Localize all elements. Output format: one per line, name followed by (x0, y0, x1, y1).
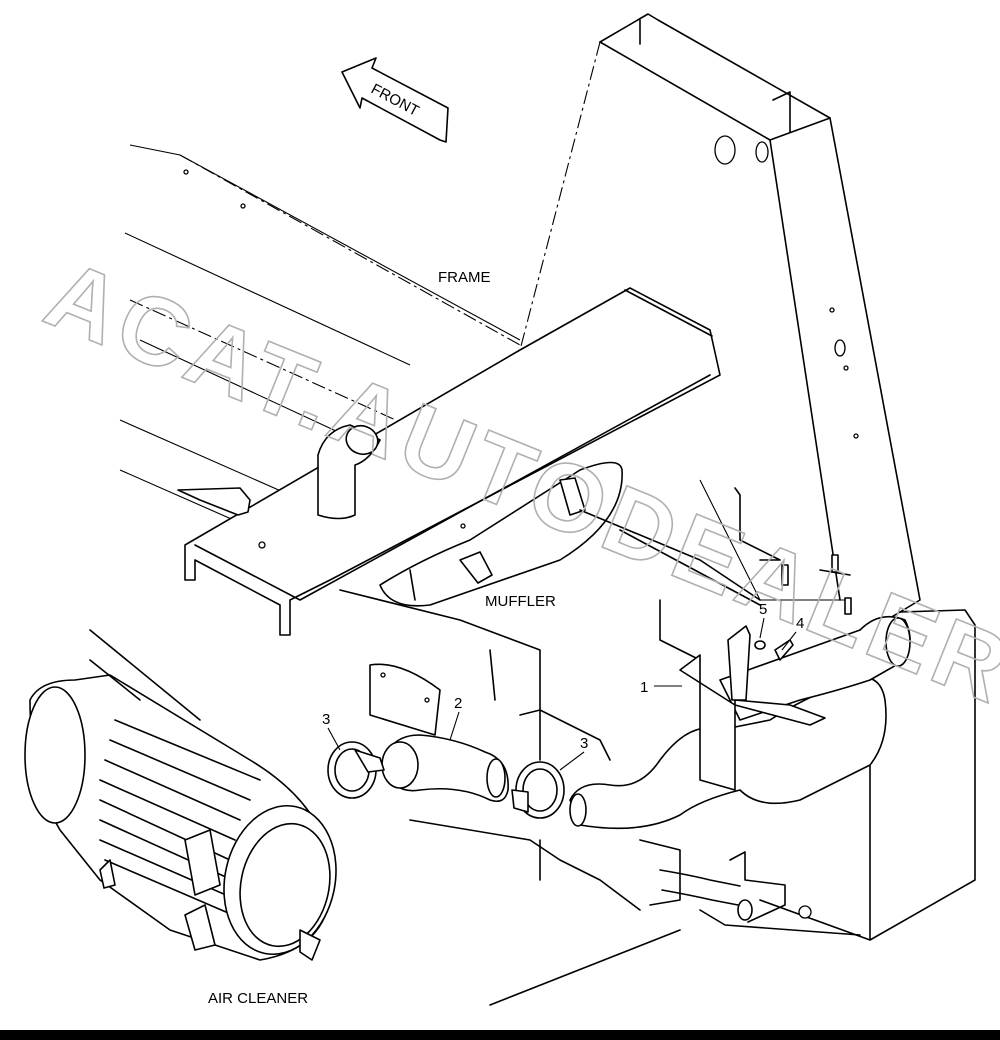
callout-3-right: 3 (580, 735, 588, 752)
callout-2: 2 (454, 695, 462, 712)
callout-4: 4 (796, 615, 804, 632)
frame-label: FRAME (438, 269, 491, 286)
upright-plate (519, 13, 921, 613)
bottom-border (0, 1030, 1000, 1040)
callouts: 1 2 3 3 4 5 (322, 601, 804, 771)
muffler-label: MUFFLER (485, 593, 556, 610)
callout-1: 1 (640, 679, 648, 696)
hose-clamps (327, 741, 565, 819)
air-cleaner (24, 629, 337, 961)
front-arrow: FRONT (341, 57, 449, 143)
intake-hose (381, 734, 509, 803)
engine-block (339, 589, 641, 911)
muffler (317, 424, 761, 607)
air-cleaner-label: AIR CLEANER (208, 990, 308, 1007)
exhaust-pipe (569, 554, 911, 830)
muffler-bracket (177, 287, 721, 636)
callout-5: 5 (759, 601, 767, 618)
callout-3-left: 3 (322, 711, 330, 728)
